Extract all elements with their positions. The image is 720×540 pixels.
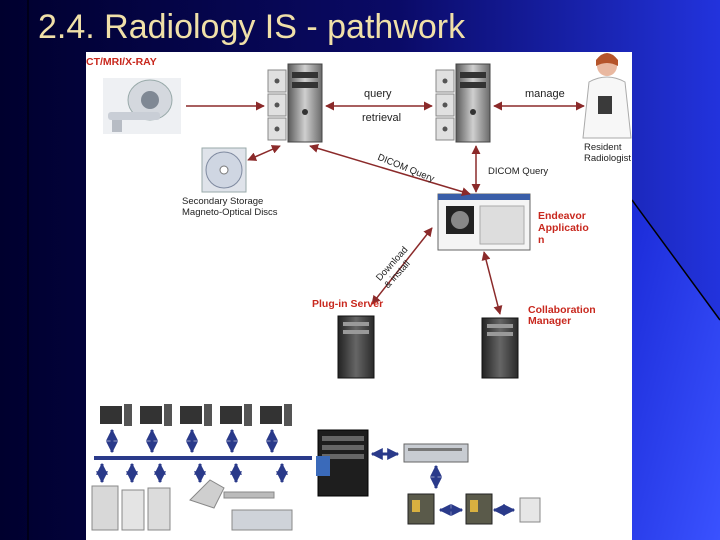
ct-scanner-image: [103, 78, 181, 134]
slide-title: 2.4. Radiology IS - pathwork: [38, 8, 466, 46]
plugin-server-icon: [337, 315, 375, 379]
tape-library-icons: [407, 493, 541, 525]
collab-arrow: [481, 251, 503, 315]
workstation-row-icons: [100, 404, 292, 426]
optical-disc-icon: [201, 147, 247, 193]
query-label: query: [364, 88, 392, 100]
network-bus: [94, 428, 312, 484]
collaboration-manager-label: Collaboration Manager: [528, 304, 596, 327]
pacs-server-icon: [316, 429, 369, 497]
endeavor-application-label: Endeavor Applicatio n: [538, 210, 589, 246]
endeavor-app-screenshot: [437, 193, 531, 251]
plugin-server-label: Plug-in Server: [312, 298, 384, 310]
secondary-storage-label: Secondary Storage Magneto-Optical Discs: [182, 196, 278, 218]
storage-arrow: [247, 145, 281, 161]
resident-radiologist-label: Resident Radiologist: [584, 142, 631, 164]
retrieval-label: retrieval: [362, 112, 402, 124]
download-arrow: [371, 227, 433, 305]
rack-server-right-icon: [435, 63, 491, 143]
storage-array-icon: [403, 443, 469, 463]
manage-label: manage: [525, 88, 565, 100]
dicom-query-arrow-1: [309, 144, 471, 196]
radiologist-figure-icon: [582, 53, 632, 139]
modalities-label: CT/MRI/X-RAY: [86, 56, 157, 68]
collaboration-server-icon: [481, 317, 519, 379]
modality-devices-icons: [91, 479, 293, 531]
dicom-query-label-2: DICOM Query: [488, 166, 549, 177]
tape-library-arrow: [430, 464, 516, 516]
rack-server-left-icon: [267, 63, 323, 143]
